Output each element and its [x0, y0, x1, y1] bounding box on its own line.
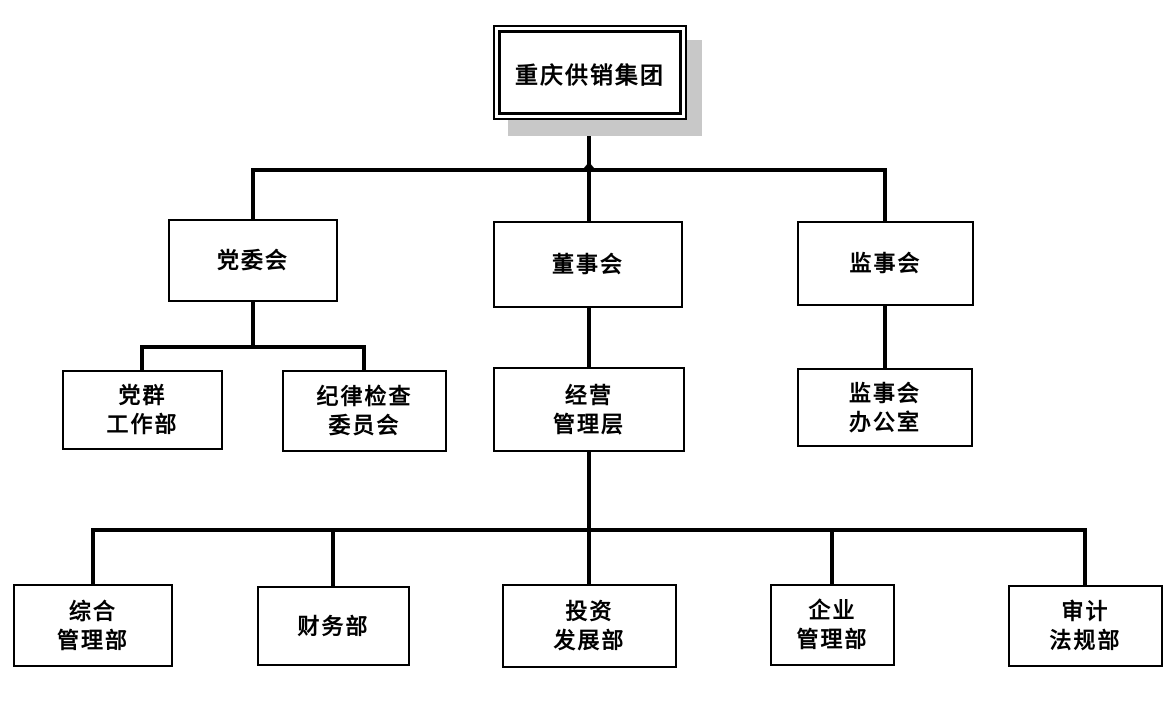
node-finance: 财务部	[257, 586, 410, 666]
connector-board-to-management	[587, 306, 591, 368]
connector-drop-investment-development	[587, 528, 591, 586]
node-label-line: 投资	[565, 599, 614, 624]
connector-drop-enterprise-management	[830, 528, 834, 586]
connector-management-spine	[587, 451, 591, 532]
connector-party-committee-stub	[251, 300, 255, 349]
node-label-line: 管理部	[796, 627, 869, 652]
connector-drop-finance	[331, 528, 335, 588]
node-label: 董事会	[551, 252, 624, 277]
node-discipline-inspection: 纪律检查 委员会	[282, 370, 447, 452]
node-supervisory-board-office: 监事会 办公室	[797, 368, 973, 447]
node-label: 监事会	[849, 251, 922, 276]
connector-level2-rail	[251, 168, 887, 172]
arrowhead-icon	[583, 162, 595, 169]
node-label-line: 监事会	[848, 380, 921, 406]
node-label-line: 工作部	[106, 412, 179, 437]
node-label-line: 管理部	[56, 627, 129, 653]
connector-supervisory-to-office	[883, 305, 887, 369]
node-label-line: 法规部	[1049, 628, 1122, 653]
connector-drop-audit-legal	[1083, 528, 1087, 587]
node-party-committee: 党委会	[168, 219, 338, 302]
node-investment-development: 投资 发展部	[502, 584, 677, 668]
connector-drop-party-mass-work	[140, 345, 144, 371]
node-label-line: 委员会	[328, 413, 401, 438]
node-label: 党委会	[216, 248, 289, 273]
node-audit-legal: 审计 法规部	[1008, 585, 1163, 667]
node-root: 重庆供销集团	[493, 25, 687, 120]
node-label-line: 经营	[564, 382, 613, 408]
connector-drop-discipline-inspection	[362, 345, 366, 371]
node-label-line: 党群	[118, 383, 167, 408]
node-label-line: 审计	[1061, 599, 1110, 624]
node-label-line: 办公室	[848, 409, 921, 435]
node-board-of-directors: 董事会	[493, 221, 683, 308]
connector-party-children-rail	[140, 345, 366, 349]
node-operating-management: 经营 管理层	[493, 367, 685, 452]
node-label-line: 企业	[808, 598, 857, 623]
node-supervisory-board: 监事会	[797, 221, 974, 306]
connector-drop-party-committee	[251, 168, 255, 220]
node-general-management: 综合 管理部	[13, 584, 173, 667]
connector-drop-general-management	[91, 528, 95, 586]
node-enterprise-management: 企业 管理部	[770, 584, 895, 666]
connector-drop-supervisory-board	[883, 168, 887, 222]
node-root-label: 重庆供销集团	[498, 30, 682, 115]
node-label-line: 发展部	[553, 628, 626, 653]
node-label: 财务部	[297, 613, 370, 639]
node-party-mass-work: 党群 工作部	[62, 370, 223, 450]
node-label-line: 综合	[68, 598, 117, 624]
node-label-line: 管理层	[552, 411, 625, 437]
node-label-line: 纪律检查	[316, 384, 413, 409]
